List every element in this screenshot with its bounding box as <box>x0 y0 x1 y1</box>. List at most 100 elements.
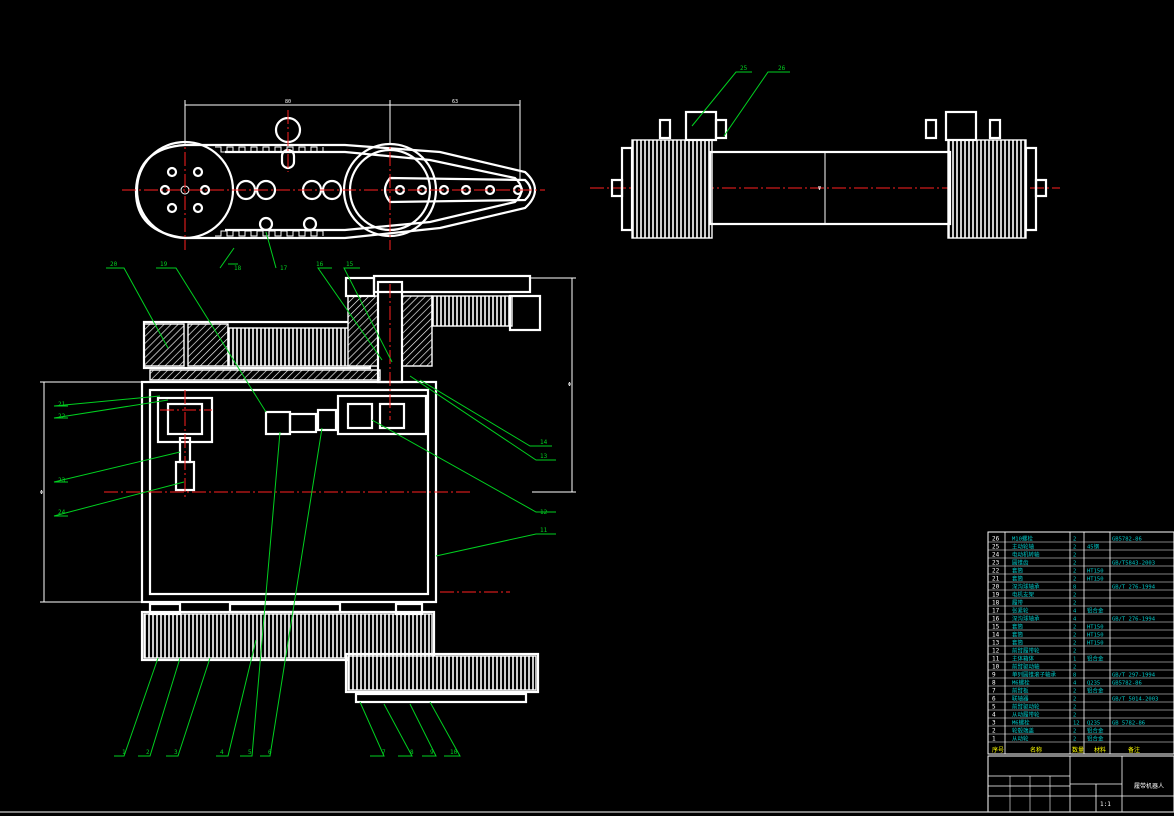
bom-row-no: 5 <box>992 704 996 711</box>
balloon-9: 9 <box>430 749 434 756</box>
bom-row-material: HT150 <box>1087 633 1104 639</box>
plan-view: Φ Φ 20 19 16 15 18 17 21 22 23 24 14 13 … <box>40 231 576 757</box>
bom-row-qty: 8 <box>1073 585 1076 591</box>
bom-header-no: 序号 <box>992 746 1004 754</box>
bom-header-mat: 材料 <box>1094 746 1106 754</box>
bom-row-qty: 1 <box>1073 657 1076 663</box>
bom-row-no: 9 <box>992 672 996 679</box>
bom-row-name: 联轴器 <box>1012 695 1029 703</box>
front-view: Ψ 25 26 <box>590 65 1060 239</box>
bom-row-qty: 2 <box>1073 713 1076 719</box>
bom-row-qty: 2 <box>1073 593 1076 599</box>
bom-row-no: 14 <box>992 632 1000 639</box>
balloon-2: 2 <box>146 749 150 756</box>
bom-row-qty: 2 <box>1073 665 1076 671</box>
bom-row-qty: 2 <box>1073 553 1076 559</box>
bom-row-standard: GB/T5843-2003 <box>1112 561 1155 567</box>
bom-row-name: M6螺栓 <box>1012 679 1030 687</box>
bom-row-qty: 2 <box>1073 649 1076 655</box>
bom-row-no: 10 <box>992 664 1000 671</box>
bom-row-qty: 2 <box>1073 569 1076 575</box>
bom-row-standard: GB5782-86 <box>1112 537 1142 543</box>
balloon-8: 8 <box>410 749 414 756</box>
bom-row-name: 从动履带轮 <box>1012 711 1040 719</box>
bom-row-qty: 4 <box>1073 681 1077 687</box>
bom-row-material: HT150 <box>1087 569 1104 575</box>
bom-row-name: 套筒 <box>1012 631 1024 639</box>
bom-row-qty: 2 <box>1073 689 1076 695</box>
bom-row-name: 从动轮 <box>1012 735 1029 743</box>
bom-row-no: 23 <box>992 560 1000 567</box>
bom-row-qty: 2 <box>1073 697 1076 703</box>
bom-row-name: 套筒 <box>1012 567 1024 575</box>
bom-row-standard: GB/T 297-1994 <box>1112 673 1156 679</box>
bom-header-name: 名称 <box>1030 746 1042 754</box>
side-view: 80 63 <box>122 99 545 250</box>
balloon-19: 19 <box>160 261 168 268</box>
bom-header: 序号 名称 数量 材料 备注 <box>992 746 1140 754</box>
balloon-5: 5 <box>248 749 252 756</box>
bom-row-no: 26 <box>992 536 1000 543</box>
bom-row-material: 铝合金 <box>1087 735 1104 743</box>
bom-row-material: 铝合金 <box>1087 727 1104 735</box>
bom-row-material: HT150 <box>1087 577 1104 583</box>
title-block: 履带机器人 1:1 <box>987 755 1174 813</box>
dim-top-b: 63 <box>452 99 458 105</box>
bom-row-no: 11 <box>992 656 1000 663</box>
balloon-7: 7 <box>382 749 386 756</box>
balloon-26: 26 <box>778 65 786 72</box>
bom-row-name: 前臂板 <box>1012 687 1029 695</box>
bom-row-name: 深沟球轴承 <box>1012 615 1040 623</box>
bom-row-qty: 4 <box>1073 617 1077 623</box>
bom-row-name: 单列圆锥滚子轴承 <box>1012 671 1057 679</box>
bom-row-standard: GB/T 276-1994 <box>1112 585 1156 591</box>
bom-row-no: 24 <box>992 552 1000 559</box>
balloon-20: 20 <box>110 261 118 268</box>
bom-row-material: 铝合金 <box>1087 655 1104 663</box>
bom-row-name: 套筒 <box>1012 575 1024 583</box>
bom-row-qty: 2 <box>1073 537 1076 543</box>
bom-row-no: 19 <box>992 592 1000 599</box>
bom-row-no: 15 <box>992 624 1000 631</box>
bom-row-name: M10螺栓 <box>1012 535 1033 543</box>
bom-row-no: 21 <box>992 576 1000 583</box>
bom-header-std: 备注 <box>1128 746 1140 754</box>
bom-row-material: Q235 <box>1087 681 1100 687</box>
balloon-10: 10 <box>450 749 458 756</box>
balloon-23: 23 <box>58 477 66 484</box>
bom-row-name: 电动机转轴 <box>1012 551 1040 559</box>
bom-row-qty: 2 <box>1073 625 1076 631</box>
bom-row-no: 25 <box>992 544 1000 551</box>
bom-row-name: 前臂驱动轴 <box>1012 663 1040 671</box>
bom-row-qty: 12 <box>1073 721 1080 727</box>
bom-row-qty: 4 <box>1073 609 1077 615</box>
bom-row-qty: 8 <box>1073 673 1076 679</box>
bom-row-material: HT150 <box>1087 625 1104 631</box>
balloon-14: 14 <box>540 439 548 446</box>
balloon-17: 17 <box>280 265 288 272</box>
bom-row-name: 张紧轮 <box>1012 607 1029 615</box>
bom-row-no: 18 <box>992 600 1000 607</box>
bom-row-material: 铝合金 <box>1087 607 1104 615</box>
drawing-title: 履带机器人 <box>1134 782 1164 790</box>
bom-row-name: 深沟球轴承 <box>1012 583 1040 591</box>
drawing-scale: 1:1 <box>1100 801 1111 808</box>
bom-row-material: HT150 <box>1087 641 1104 647</box>
bom-row-no: 1 <box>992 736 996 743</box>
bom-row-qty: 2 <box>1073 737 1076 743</box>
bom-row-qty: 2 <box>1073 705 1076 711</box>
bom-row-no: 4 <box>992 712 996 719</box>
bom-row-material: 铝合金 <box>1087 687 1104 695</box>
bom-row-name: 履带 <box>1012 600 1024 607</box>
bom-row-name: M6螺栓 <box>1012 719 1030 727</box>
bom-row-name: 前臂驱动轮 <box>1012 703 1040 711</box>
balloon-3: 3 <box>174 749 178 756</box>
bom-row-qty: 2 <box>1073 601 1076 607</box>
bom-row-standard: GB 5782-86 <box>1112 721 1145 727</box>
dim-left-h: Φ <box>40 490 43 496</box>
bom-row-name: 圆锥齿 <box>1012 559 1029 567</box>
bom-row-qty: 2 <box>1073 633 1076 639</box>
